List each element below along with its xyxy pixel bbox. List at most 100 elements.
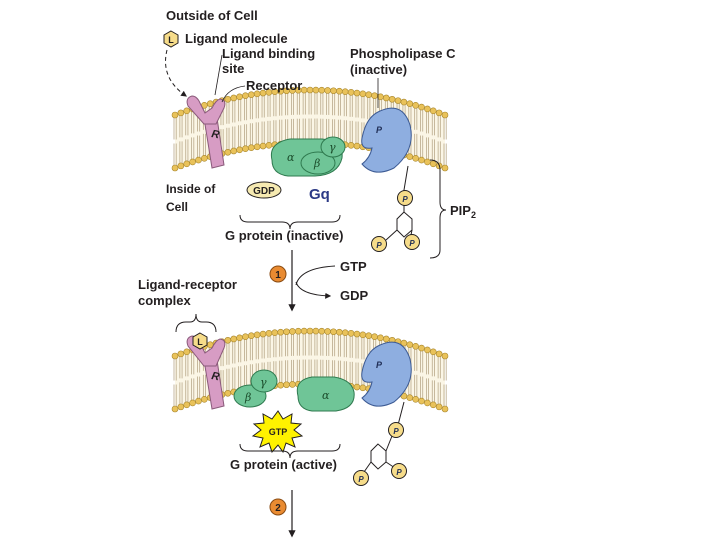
gdp-badge-label: GDP (253, 186, 275, 197)
alpha-subunit-active: α (296, 376, 355, 412)
lipid-head (224, 95, 232, 103)
lipid-head (406, 394, 414, 401)
plc-label-1: Phospholipase C (350, 46, 456, 61)
receptor-top: R (186, 95, 226, 169)
lipid-head (418, 397, 425, 405)
lipid-head (353, 142, 361, 150)
g-protein-active-brace (239, 443, 341, 459)
gamma-label: γ (329, 141, 336, 154)
phosphate-6: P (396, 468, 402, 477)
lipid-head (177, 162, 185, 170)
lipid-head (318, 327, 326, 335)
lipid-head (277, 328, 284, 336)
lipid-head (259, 330, 267, 338)
gtp-in-arrow (295, 265, 336, 286)
gdp-out-arrow (295, 281, 332, 299)
lipid-head (183, 107, 191, 115)
gdp-badge: GDP (246, 181, 282, 199)
lipid-head (359, 331, 367, 339)
receptor-leader (221, 85, 246, 103)
lipid-head (294, 327, 302, 335)
lipid-head (242, 92, 249, 100)
lipid-head (353, 89, 361, 97)
gq-label: Gq (309, 186, 330, 203)
lipid-head (424, 158, 431, 166)
ligand-receptor-label-1: Ligand-receptor (138, 277, 237, 292)
lipid-head (171, 111, 179, 119)
lipid-head (242, 333, 249, 341)
lipid-head (347, 330, 355, 337)
lipid-head (300, 327, 308, 335)
g-protein-active-label: G protein (active) (230, 457, 337, 472)
lipid-head (429, 401, 437, 409)
phosphate-3: P (409, 239, 415, 248)
lipid-head (171, 164, 179, 172)
lipid-head (424, 346, 431, 354)
lipid-head (242, 145, 249, 153)
lipid-head (224, 148, 232, 156)
phosphate-4: P (393, 427, 399, 436)
lipid-head (183, 348, 191, 356)
gtp-badge: GTP (251, 410, 304, 454)
beta-gamma-subunit: β γ (233, 369, 278, 408)
step2-badge: 2 (269, 498, 287, 516)
lipid-head (406, 153, 414, 160)
lipid-head (412, 396, 419, 403)
gamma-label-bottom: γ (260, 376, 267, 389)
lipid-head (248, 332, 255, 340)
membrane-top (171, 86, 449, 172)
lipid-head (406, 341, 414, 348)
receptor-letter-bottom: R (210, 370, 220, 383)
gtp-badge-label: GTP (269, 427, 288, 437)
lipid-head (441, 352, 449, 360)
lipid-head (259, 142, 267, 150)
lipid-head (435, 350, 443, 358)
lipid-head (394, 97, 402, 104)
lipid-head (271, 329, 279, 337)
lipid-head (371, 92, 378, 100)
ligand-molecule-label: Ligand molecule (185, 31, 288, 46)
phosphate-1: P (402, 195, 408, 204)
lipid-head (177, 403, 185, 411)
ligand-binding-site-label-2: site (222, 61, 244, 76)
lipid-head (171, 405, 179, 413)
lipid-head (412, 343, 419, 350)
lipid-head (324, 328, 331, 335)
lipid-head (429, 107, 437, 115)
phosphate-5: P (358, 475, 364, 484)
lipid-head (177, 109, 185, 117)
ligand-icon: L (163, 30, 179, 48)
pip2-label: PIP2 (450, 203, 476, 220)
lipid-head (359, 90, 367, 98)
lipid-head (224, 389, 232, 397)
lipid-head (189, 158, 196, 166)
lipid-head (253, 143, 261, 151)
beta-label: β (313, 157, 320, 170)
g-protein-inactive: α β γ (270, 136, 346, 177)
svg-text:L: L (197, 337, 203, 347)
lipid-head (248, 144, 255, 152)
lipid-head (341, 88, 349, 96)
lipid-head (371, 333, 378, 341)
lipid-head (318, 86, 326, 94)
lipid-head (189, 399, 196, 407)
phospholipase-c-top: P (361, 107, 412, 173)
svg-text:2: 2 (275, 503, 281, 514)
lipid-head (195, 156, 202, 164)
step1-badge: 1 (269, 265, 287, 283)
alpha-label-bottom: α (322, 389, 330, 402)
ligand-binding-site-label-1: Ligand binding (222, 46, 315, 61)
beta-label-bottom: β (244, 391, 251, 404)
g-protein-inactive-brace (239, 214, 341, 230)
receptor-letter: R (210, 128, 220, 141)
lipid-head (206, 100, 214, 107)
lipid-head (412, 102, 419, 109)
pip2-bracket (429, 159, 447, 259)
lipid-head (236, 334, 243, 342)
lipid-head (441, 164, 449, 172)
plc-label-2: (inactive) (350, 62, 407, 77)
lipid-head (418, 344, 425, 352)
lipid-head (289, 328, 296, 335)
plc-letter-bottom: P (376, 360, 383, 370)
